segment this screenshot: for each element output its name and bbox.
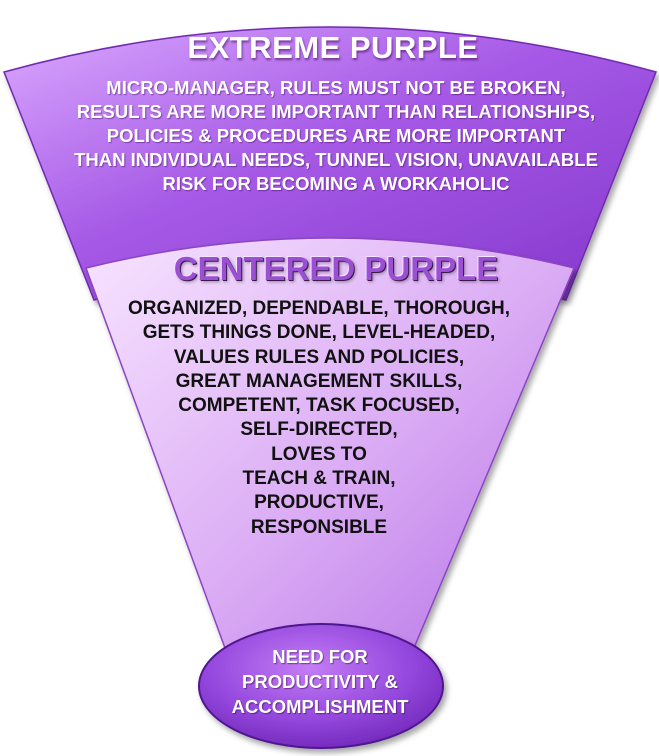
extreme-trait-line: MICRO-MANAGER, RULES MUST NOT BE BROKEN, <box>106 77 566 98</box>
centered-trait-line: SELF-DIRECTED, <box>240 419 398 441</box>
centered-trait-line: GREAT MANAGEMENT SKILLS, <box>175 370 463 392</box>
centered-purple-wedge <box>85 237 576 701</box>
centered-trait-line: PRODUCTIVE, <box>254 492 384 514</box>
centered-trait-line: RESPONSIBLE <box>250 516 388 538</box>
need-line: PRODUCTIVITY & <box>242 671 398 692</box>
need-line: NEED FOR <box>272 646 368 667</box>
extreme-purple-title: EXTREME PURPLE <box>187 30 479 65</box>
need-line: ACCOMPLISHMENT <box>231 696 409 717</box>
centered-trait-line: GETS THINGS DONE, LEVEL-HEADED, <box>142 322 496 344</box>
need-label: NEED FOR PRODUCTIVITY & ACCOMPLISHMENT <box>232 644 409 719</box>
centered-trait-line: LOVES TO <box>271 443 367 465</box>
need-ellipse <box>198 623 444 749</box>
extreme-trait-line: RESULTS ARE MORE IMPORTANT THAN RELATION… <box>76 101 596 122</box>
centered-trait-line: COMPETENT, TASK FOCUSED, <box>178 395 460 417</box>
centered-trait-line: ORGANIZED, DEPENDABLE, THOROUGH, <box>127 298 511 319</box>
extreme-trait-line: THAN INDIVIDUAL NEEDS, TUNNEL VISION, UN… <box>74 149 598 170</box>
centered-trait-line: VALUES RULES AND POLICIES, <box>173 346 465 368</box>
centered-purple-traits: ORGANIZED, DEPENDABLE, THOROUGH, GETS TH… <box>128 297 510 540</box>
centered-trait-line: TEACH & TRAIN, <box>242 468 396 490</box>
centered-purple-title: CENTERED PURPLE <box>173 250 499 287</box>
extreme-trait-line: POLICIES & PROCEDURES ARE MORE IMPORTANT <box>106 125 566 146</box>
extreme-purple-traits: MICRO-MANAGER, RULES MUST NOT BE BROKEN,… <box>74 76 598 196</box>
extreme-trait-line: RISK FOR BECOMING A WORKAHOLIC <box>162 173 510 194</box>
